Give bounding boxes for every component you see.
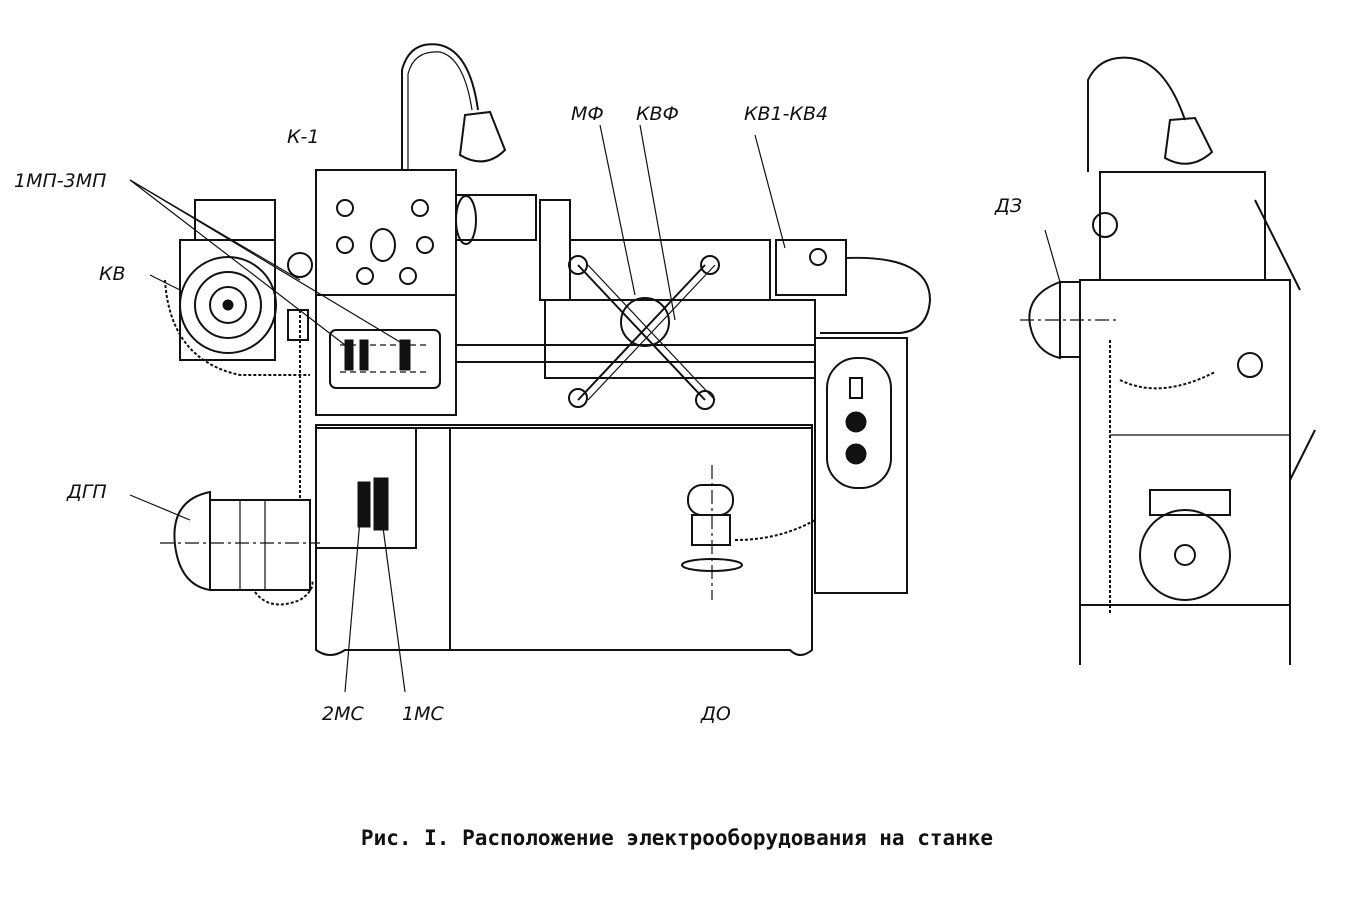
label-2ms: 2МС	[322, 703, 364, 725]
leader-lines	[129, 124, 1061, 693]
label-mf: МФ	[571, 103, 604, 125]
label-dgp: ДГП	[66, 481, 107, 503]
label-kvf: КВФ	[636, 103, 679, 125]
label-kv1-kv4: КВ1-КВ4	[744, 103, 828, 125]
labels: К-1 1МП-3МП КВ ДГП МФ КВФ КВ1-КВ4 2МС 1М…	[14, 103, 1022, 725]
label-k1: К-1	[287, 126, 319, 148]
label-dz: ДЗ	[994, 195, 1022, 217]
front-view	[160, 43, 932, 656]
label-do: ДО	[700, 703, 731, 725]
side-view	[1020, 56, 1316, 665]
label-1mp-3mp: 1МП-3МП	[14, 170, 106, 192]
figure-caption: Рис. I. Расположение электрооборудования…	[360, 826, 994, 850]
label-1ms: 1МС	[402, 703, 444, 725]
label-kv: КВ	[99, 263, 126, 285]
